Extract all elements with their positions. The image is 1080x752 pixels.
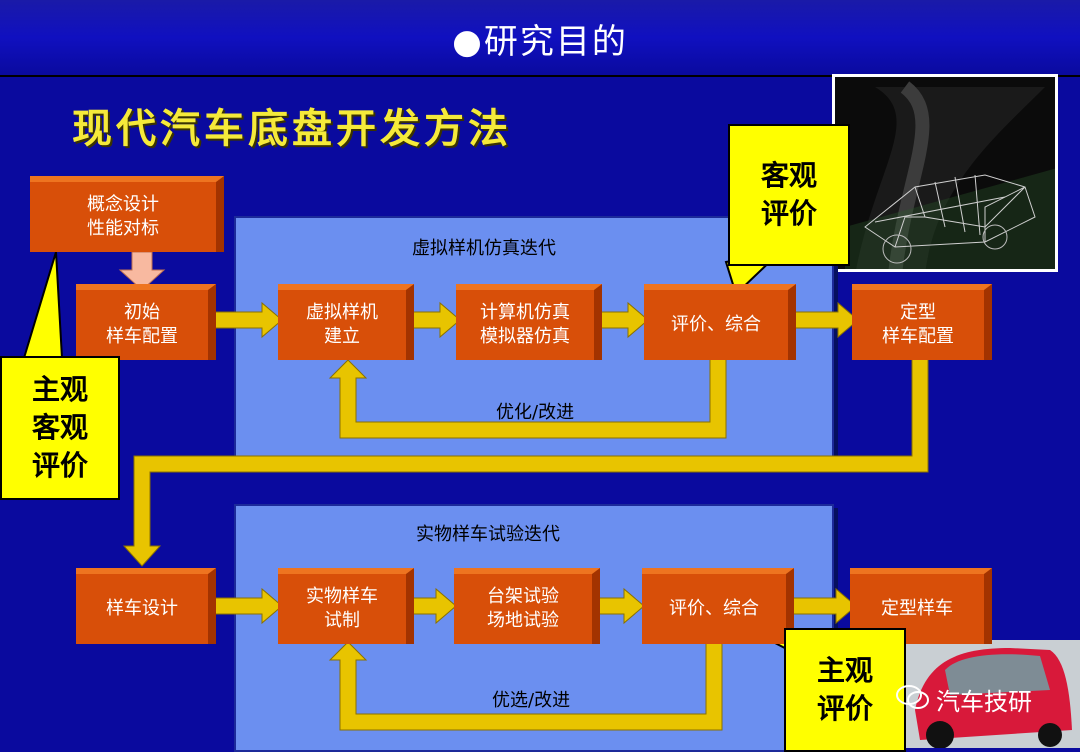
optimize-loop-label: 优化/改进 [496, 402, 575, 423]
mixed-evaluation-callout: 主观 客观 评价 [0, 356, 120, 500]
final-config-box: 定型 样车配置 [852, 284, 992, 360]
physical-prototype-box: 实物样车 试制 [278, 568, 414, 644]
wechat-icon [896, 684, 930, 710]
bench-field-test-box: 台架试验 场地试验 [454, 568, 600, 644]
physical-iteration-label: 实物样车试验迭代 [416, 524, 560, 545]
select-loop-label: 优选/改进 [492, 690, 571, 711]
watermark-text: 汽车技研 [936, 688, 1032, 716]
sample-design-box: 样车设计 [76, 568, 216, 644]
simulation-box: 计算机仿真 模拟器仿真 [456, 284, 602, 360]
virtual-iteration-label: 虚拟样机仿真迭代 [412, 238, 556, 259]
car-photo [900, 640, 1080, 748]
virtual-evaluation-box: 评价、综合 [644, 284, 796, 360]
header-title: ●研究目的 [452, 22, 628, 62]
physical-evaluation-box: 评价、综合 [642, 568, 794, 644]
main-title: 现代汽车底盘开发方法 [72, 105, 512, 152]
header-bar: ●研究目的 [0, 0, 1080, 77]
initial-config-box: 初始 样车配置 [76, 284, 216, 360]
subjective-evaluation-callout: 主观 评价 [784, 628, 906, 752]
concept-design-box: 概念设计 性能对标 [30, 176, 224, 252]
objective-evaluation-callout: 客观 评价 [728, 124, 850, 266]
virtual-prototype-box: 虚拟样机 建立 [278, 284, 414, 360]
